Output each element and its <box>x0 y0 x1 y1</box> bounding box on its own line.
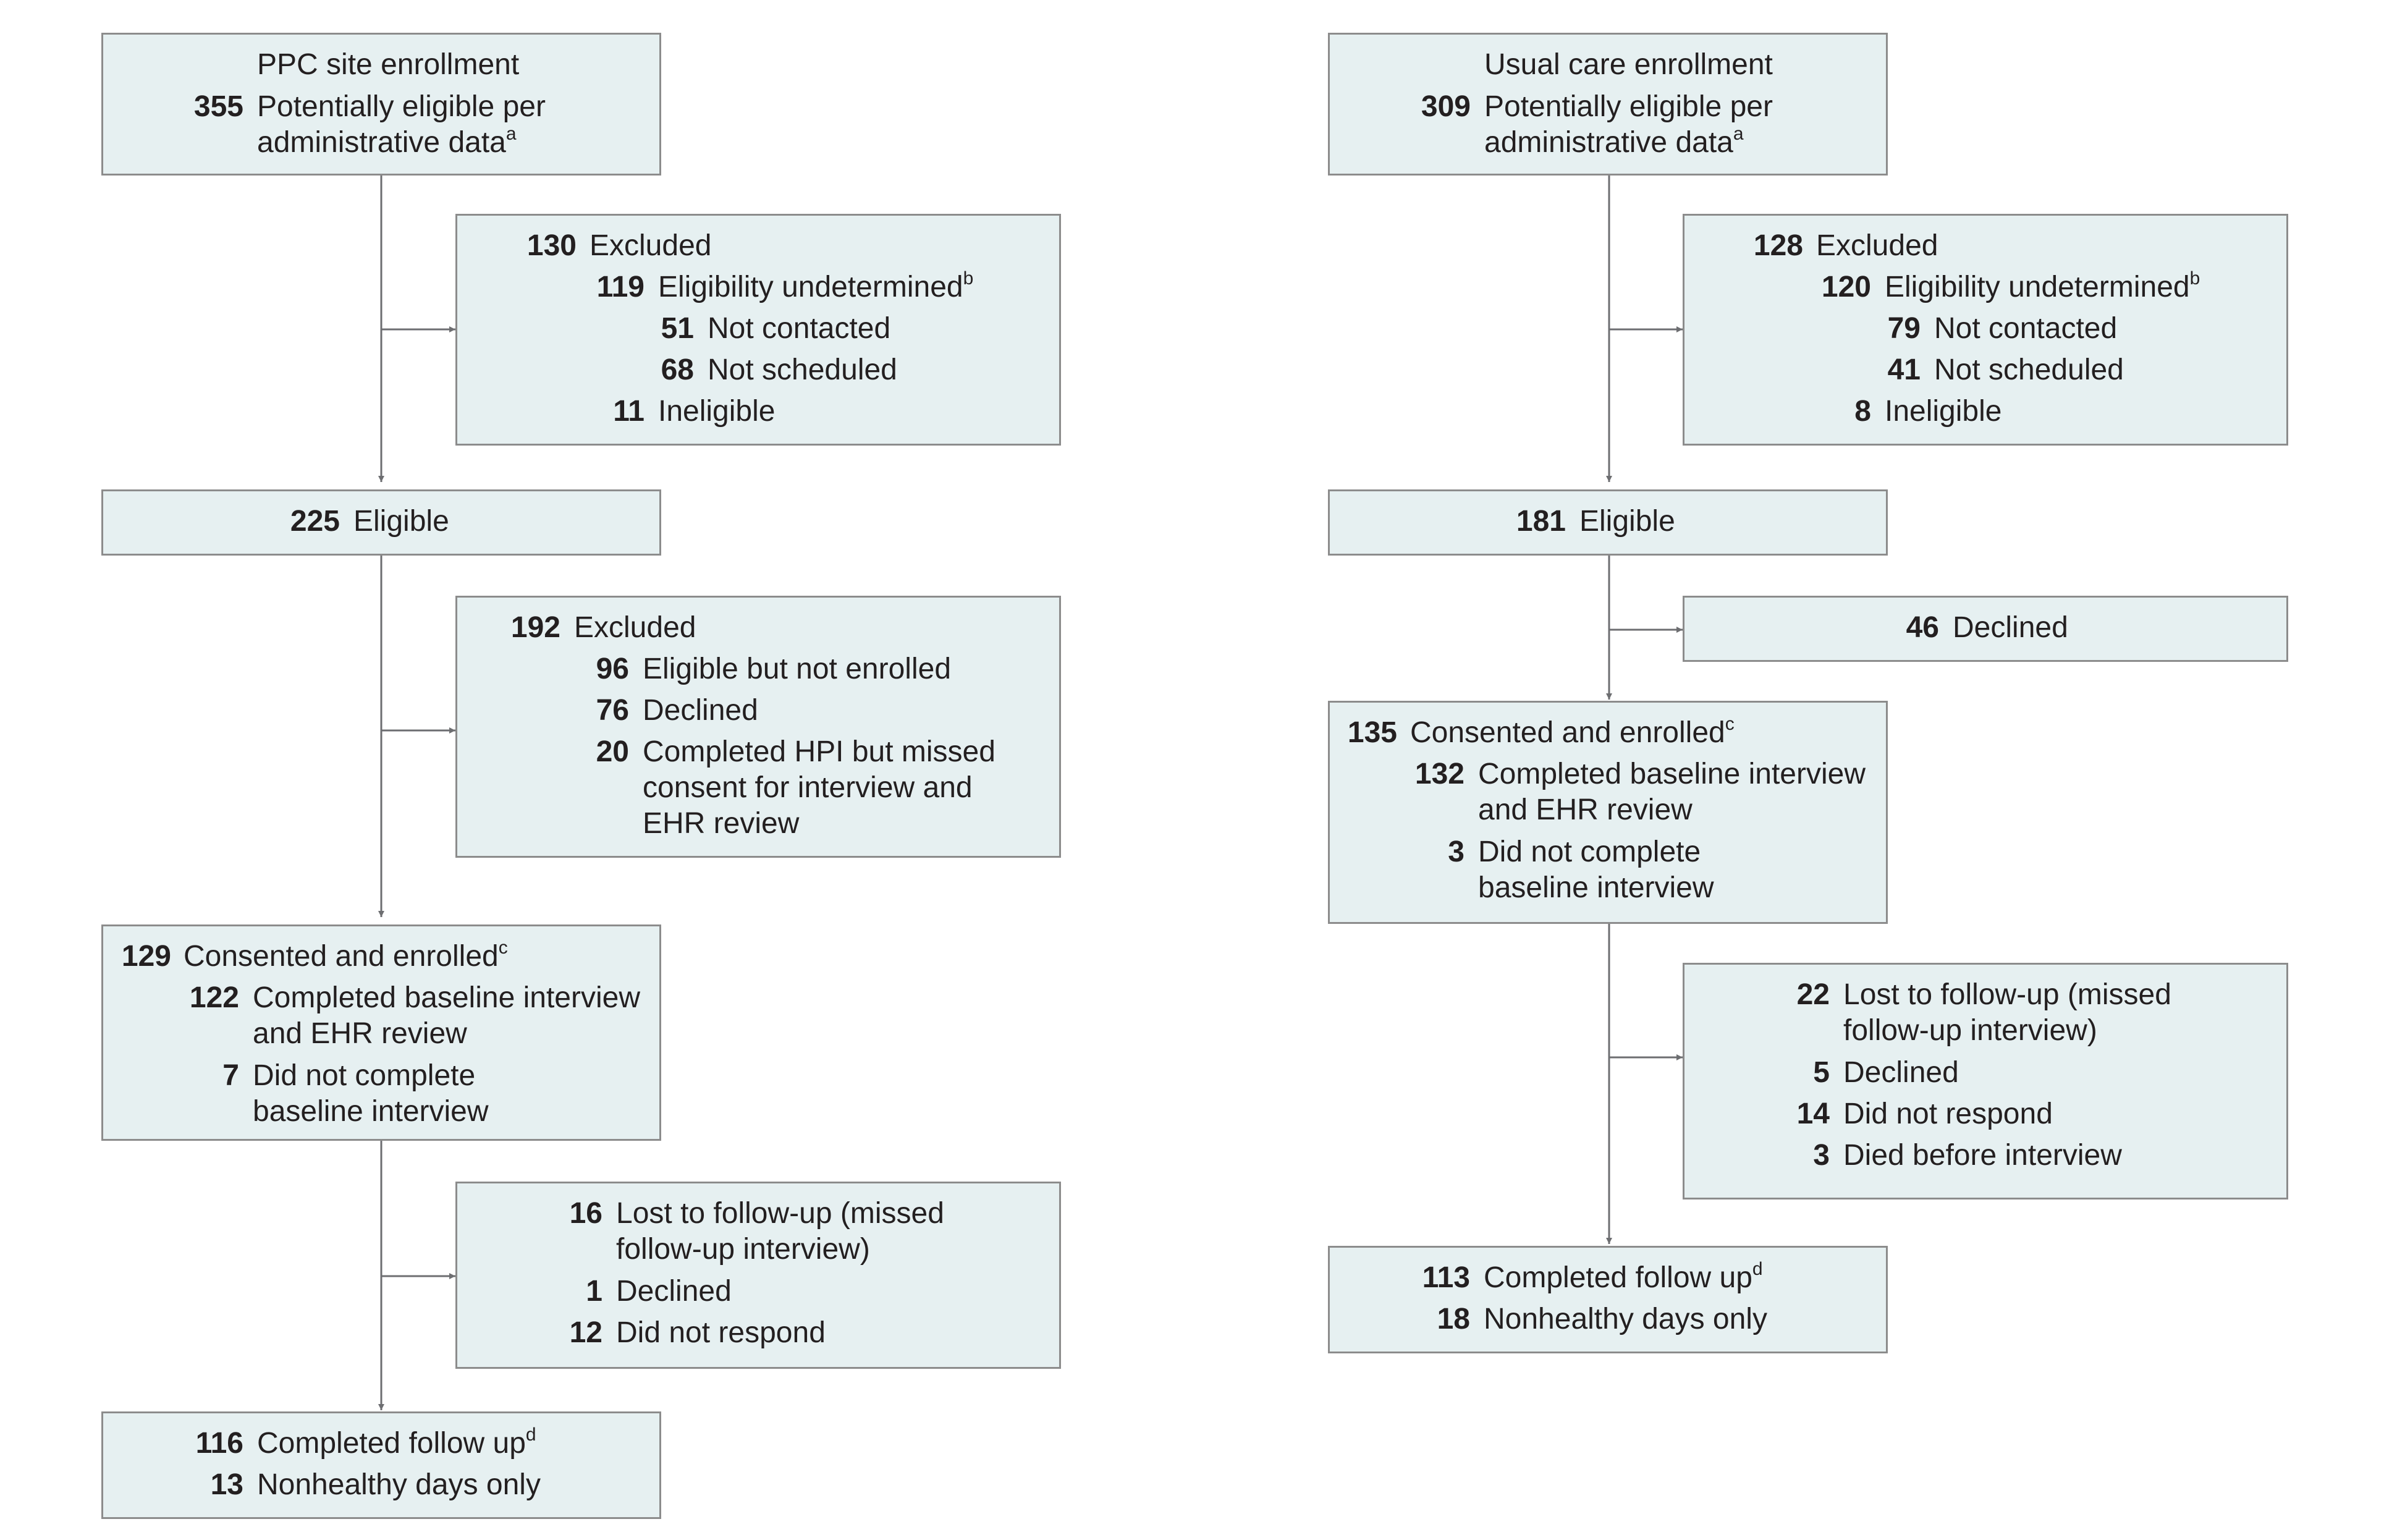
footnote-d: d <box>1752 1259 1763 1279</box>
left-eligible-count: 225 <box>290 505 340 538</box>
right-not-scheduled-count: 41 <box>1887 353 1921 386</box>
left-eligible-label: Eligible <box>353 505 449 538</box>
right-died-count: 3 <box>1813 1139 1830 1172</box>
left-undetermined-count: 119 <box>596 271 645 303</box>
right-nonhealthy-label: Nonhealthy days only <box>1484 1303 1767 1335</box>
left-enrollment-count: 355 <box>193 90 243 123</box>
left-excluded1-label: Excluded <box>590 229 712 262</box>
right-consented-count: 135 <box>1347 716 1397 749</box>
left-not-contacted-count: 51 <box>661 312 694 345</box>
right-baseline-count: 132 <box>1414 758 1465 790</box>
right-died-label: Died before interview <box>1843 1139 2122 1172</box>
left-excluded1-count: 130 <box>526 229 577 262</box>
left-consented-count: 129 <box>121 940 171 973</box>
right-incomplete-label: Did not complete baseline interview <box>1478 836 1714 904</box>
left-not-scheduled-label: Not scheduled <box>708 353 897 386</box>
right-completed-label: Completed follow upd <box>1484 1259 1763 1295</box>
right-lost-count: 22 <box>1796 978 1830 1011</box>
right-enrollment-title: Usual care enrollment <box>1484 48 1773 81</box>
left-incomplete-label: Did not complete baseline interview <box>253 1059 489 1128</box>
right-completed-count: 113 <box>1422 1261 1470 1294</box>
footnote-b: b <box>2189 268 2200 289</box>
right-undetermined-count: 120 <box>1821 271 1871 303</box>
left-lost-label: Lost to follow-up (missed follow-up inte… <box>616 1197 944 1266</box>
footnote-d: d <box>525 1424 536 1445</box>
right-completed-box: 113 Completed follow upd 18 Nonhealthy d… <box>1328 1246 1888 1353</box>
left-not-scheduled-count: 68 <box>661 353 694 386</box>
left-nonhealthy-count: 13 <box>210 1468 243 1501</box>
left-baseline-count: 122 <box>189 981 239 1014</box>
footnote-c: c <box>1725 714 1735 734</box>
right-lost-declined-count: 5 <box>1813 1056 1830 1089</box>
footnote-a: a <box>1733 124 1744 144</box>
right-consented-box: 135 Consented and enrolledc 132 Complete… <box>1328 701 1888 924</box>
right-ineligible-label: Ineligible <box>1885 395 2002 428</box>
left-no-response-count: 12 <box>569 1316 602 1349</box>
right-excluded1-box: 128 Excluded 120 Eligibility undetermine… <box>1683 214 2288 446</box>
left-not-enrolled-label: Eligible but not enrolled <box>643 653 952 685</box>
right-lost-label: Lost to follow-up (missed follow-up inte… <box>1843 978 2171 1047</box>
left-declined-count: 76 <box>596 694 629 727</box>
right-not-contacted-count: 79 <box>1887 312 1921 345</box>
right-declined-count: 46 <box>1906 611 1939 644</box>
left-lost-declined-count: 1 <box>586 1275 602 1308</box>
left-completed-count: 116 <box>195 1427 243 1460</box>
right-lost-box: 22 Lost to follow-up (missed follow-up i… <box>1683 963 2288 1199</box>
left-excluded2-box: 192 Excluded 96 Eligible but not enrolle… <box>455 596 1061 858</box>
right-enrollment-count: 309 <box>1421 90 1471 123</box>
right-eligible-count: 181 <box>1516 505 1566 538</box>
left-lost-count: 16 <box>569 1197 602 1230</box>
right-ineligible-count: 8 <box>1854 395 1871 428</box>
right-enrollment-label: Potentially eligible per administrative … <box>1484 90 1773 159</box>
right-lost-declined-label: Declined <box>1843 1056 1959 1089</box>
left-no-response-label: Did not respond <box>616 1316 826 1349</box>
right-nonhealthy-count: 18 <box>1437 1303 1470 1335</box>
right-not-scheduled-label: Not scheduled <box>1934 353 2124 386</box>
left-eligible-box: 225 Eligible <box>101 489 661 556</box>
left-missed-count: 20 <box>596 735 629 768</box>
footnote-b: b <box>963 268 974 289</box>
left-excluded1-box: 130 Excluded 119 Eligibility undetermine… <box>455 214 1061 446</box>
right-not-contacted-label: Not contacted <box>1934 312 2118 345</box>
right-incomplete-count: 3 <box>1448 836 1465 868</box>
left-missed-label: Completed HPI but missed consent for int… <box>643 735 995 840</box>
left-completed-box: 116 Completed follow upd 13 Nonhealthy d… <box>101 1411 661 1519</box>
right-eligible-box: 181 Eligible <box>1328 489 1888 556</box>
left-consented-box: 129 Consented and enrolledc 122 Complete… <box>101 924 661 1141</box>
left-baseline-label: Completed baseline interview and EHR rev… <box>253 981 640 1050</box>
left-excluded2-count: 192 <box>510 611 560 644</box>
left-incomplete-count: 7 <box>222 1059 239 1092</box>
left-not-enrolled-count: 96 <box>596 653 629 685</box>
footnote-a: a <box>505 124 517 144</box>
right-eligible-label: Eligible <box>1579 505 1675 538</box>
footnote-c: c <box>498 937 508 958</box>
left-excluded2-label: Excluded <box>574 611 696 644</box>
left-undetermined-label: Eligibility undeterminedb <box>658 268 974 304</box>
left-nonhealthy-label: Nonhealthy days only <box>257 1468 541 1501</box>
right-excluded1-label: Excluded <box>1816 229 1938 262</box>
left-lost-box: 16 Lost to follow-up (missed follow-up i… <box>455 1182 1061 1369</box>
right-declined-box: 46 Declined <box>1683 596 2288 662</box>
right-no-response-count: 14 <box>1796 1098 1830 1130</box>
left-ineligible-label: Ineligible <box>658 395 776 428</box>
left-lost-declined-label: Declined <box>616 1275 732 1308</box>
left-completed-label: Completed follow upd <box>257 1424 536 1460</box>
right-baseline-label: Completed baseline interview and EHR rev… <box>1478 758 1866 826</box>
left-consented-label: Consented and enrolledc <box>184 937 508 973</box>
left-declined-label: Declined <box>643 694 758 727</box>
right-enrollment-box: Usual care enrollment 309 Potentially el… <box>1328 33 1888 176</box>
left-enrollment-box: PPC site enrollment 355 Potentially elig… <box>101 33 661 176</box>
left-ineligible-count: 11 <box>613 395 645 428</box>
right-undetermined-label: Eligibility undeterminedb <box>1885 268 2200 304</box>
right-consented-label: Consented and enrolledc <box>1410 714 1735 750</box>
left-enrollment-title: PPC site enrollment <box>257 48 520 81</box>
right-excluded1-count: 128 <box>1753 229 1803 262</box>
right-no-response-label: Did not respond <box>1843 1098 2053 1130</box>
left-enrollment-label: Potentially eligible per administrative … <box>257 90 546 159</box>
left-not-contacted-label: Not contacted <box>708 312 891 345</box>
right-declined-label: Declined <box>1953 611 2068 644</box>
